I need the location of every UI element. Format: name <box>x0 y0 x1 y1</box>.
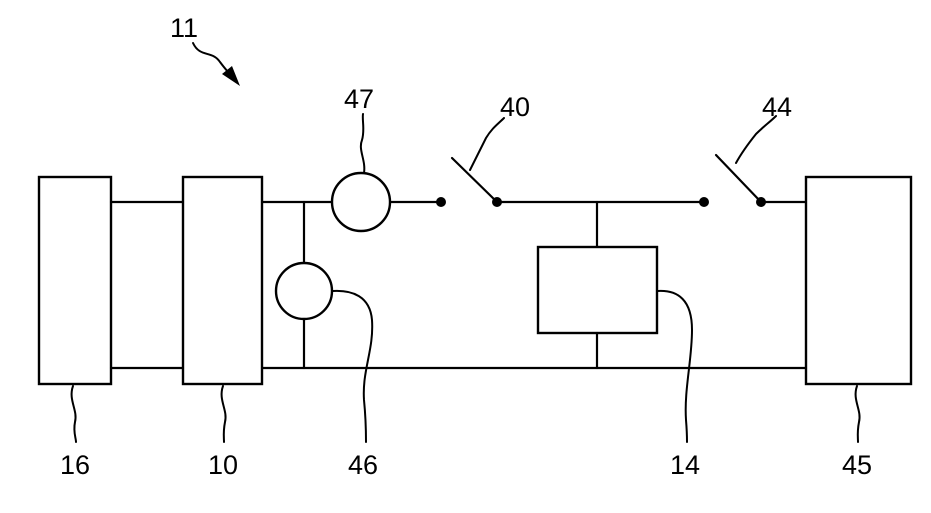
switch-40-blade <box>452 158 497 202</box>
leader-10 <box>222 386 226 442</box>
terminal-dot-1 <box>436 197 446 207</box>
leader-14 <box>658 291 692 442</box>
label-10: 10 <box>208 450 238 480</box>
block-10 <box>183 177 262 384</box>
label-46: 46 <box>348 450 378 480</box>
label-47: 47 <box>344 84 374 114</box>
circle-47 <box>332 173 390 231</box>
leader-46 <box>333 291 372 442</box>
leader-45 <box>856 386 860 442</box>
block-45 <box>806 177 911 384</box>
block-16 <box>39 177 111 384</box>
label-44: 44 <box>762 92 792 122</box>
label-16: 16 <box>60 450 90 480</box>
leader-44 <box>736 116 776 163</box>
leader-16 <box>72 386 76 442</box>
leader-40 <box>470 118 504 170</box>
leader-47 <box>361 114 364 173</box>
terminal-dot-3 <box>699 197 709 207</box>
label-45: 45 <box>842 450 872 480</box>
circle-46 <box>276 263 332 319</box>
block-14 <box>538 247 657 333</box>
switch-44-blade <box>716 155 761 202</box>
label-14: 14 <box>670 450 700 480</box>
label-11: 11 <box>170 13 198 43</box>
label-40: 40 <box>500 92 530 122</box>
